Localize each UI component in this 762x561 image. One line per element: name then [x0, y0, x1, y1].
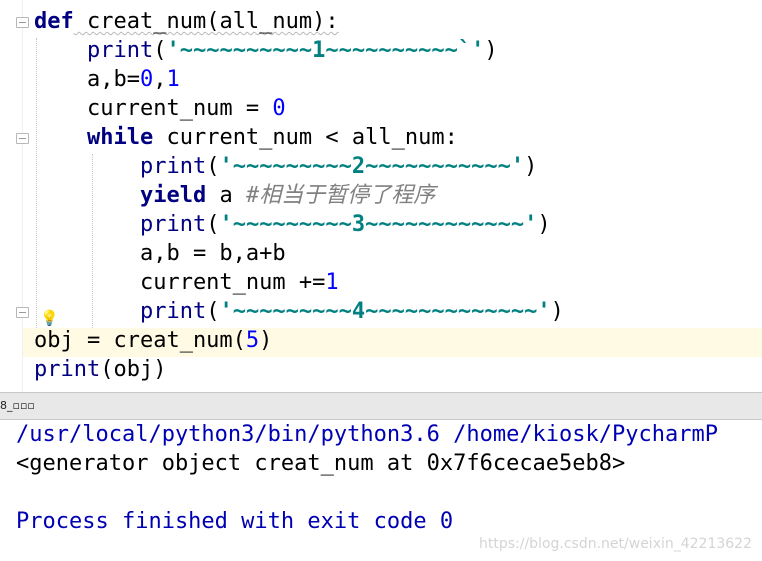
code-token: (	[206, 212, 220, 237]
code-line[interactable]: while current_num < all_num:	[34, 123, 458, 152]
run-panel-tab-bar: 8_▫▫▫	[0, 392, 762, 420]
code-token	[34, 125, 87, 150]
code-token: '~~~~~~~~~2~~~~~~~~~~~'	[219, 154, 525, 179]
code-line[interactable]: obj = creat_num(5)	[34, 326, 272, 355]
code-token: '~~~~~~~~~~1~~~~~~~~~~`'	[166, 38, 485, 63]
code-line[interactable]: print('~~~~~~~~~3~~~~~~~~~~~~')	[34, 210, 551, 239]
code-token: print	[86, 38, 154, 63]
code-token: 0	[272, 96, 286, 121]
code-token: )	[484, 38, 498, 63]
code-line[interactable]: print('~~~~~~~~~~1~~~~~~~~~~`')	[34, 36, 498, 65]
code-token: (obj)	[100, 357, 167, 382]
code-token: #相当于暂停了程序	[245, 183, 436, 208]
code-token	[34, 154, 140, 179]
watermark: https://blog.csdn.net/weixin_42213622	[478, 536, 752, 552]
code-token: a	[206, 183, 246, 208]
code-token: current_num < all_num:	[153, 125, 458, 150]
lightbulb-icon[interactable]: 💡	[40, 309, 59, 327]
code-token: yield	[139, 183, 207, 208]
code-token: 0	[139, 67, 154, 92]
code-line[interactable]: current_num = 0	[34, 94, 286, 123]
fold-marker-icon[interactable]	[16, 307, 29, 318]
fold-marker-icon[interactable]	[16, 133, 29, 144]
code-token: a,b = b,a+b	[34, 241, 286, 266]
indent-guide	[36, 38, 37, 328]
gutter-divider	[22, 0, 23, 392]
code-token: print	[139, 212, 207, 237]
code-token: (	[153, 38, 167, 63]
code-token: def	[34, 9, 74, 34]
code-token: print	[139, 299, 207, 324]
code-token: current_num +=	[34, 270, 326, 295]
code-token: print	[34, 357, 101, 382]
code-token: 5	[245, 328, 260, 353]
code-token: '~~~~~~~~~3~~~~~~~~~~~~'	[219, 212, 538, 237]
console-line: <generator object creat_num at 0x7f6ceca…	[16, 451, 626, 476]
code-token: a,b=	[34, 67, 140, 92]
code-token: 1	[325, 270, 339, 295]
code-token: )	[259, 328, 273, 353]
console-line: Process finished with exit code 0	[16, 509, 454, 534]
current-line-highlight	[23, 328, 762, 357]
code-token	[34, 212, 140, 237]
editor-gutter[interactable]	[0, 0, 22, 392]
code-token: obj = creat_num(	[34, 328, 246, 353]
code-token: current_num =	[34, 96, 273, 121]
code-line[interactable]: a,b=0,1	[34, 65, 180, 94]
code-token: '~~~~~~~~~4~~~~~~~~~~~~~'	[219, 299, 551, 324]
code-token: creat_num(all_num):	[73, 9, 339, 34]
code-token	[34, 299, 140, 324]
fold-marker-icon[interactable]	[16, 17, 29, 28]
code-token	[34, 183, 140, 208]
code-line[interactable]: yield a #相当于暂停了程序	[34, 181, 435, 210]
code-line[interactable]: def creat_num(all_num):	[34, 7, 339, 36]
code-line[interactable]: print('~~~~~~~~~2~~~~~~~~~~~')	[34, 152, 537, 181]
run-console[interactable]: /usr/local/python3/bin/python3.6 /home/k…	[0, 420, 762, 561]
code-token: )	[524, 154, 538, 179]
code-token: ,	[153, 67, 167, 92]
indent-guide	[92, 154, 93, 328]
code-line[interactable]: a,b = b,a+b	[34, 239, 286, 268]
run-tab-label[interactable]: 8_▫▫▫	[0, 399, 35, 412]
code-line[interactable]: print(obj)	[34, 355, 166, 384]
code-editor[interactable]: 💡 def creat_num(all_num): print('~~~~~~~…	[0, 0, 762, 392]
code-token: while	[86, 125, 154, 150]
code-line[interactable]: print('~~~~~~~~~4~~~~~~~~~~~~~')	[34, 297, 564, 326]
code-token: (	[206, 154, 220, 179]
code-token: )	[550, 299, 564, 324]
code-token: 1	[166, 67, 180, 92]
console-line: /usr/local/python3/bin/python3.6 /home/k…	[16, 422, 718, 447]
code-token	[34, 38, 87, 63]
code-line[interactable]: current_num +=1	[34, 268, 339, 297]
code-token: (	[206, 299, 220, 324]
code-token: )	[537, 212, 551, 237]
code-token: print	[139, 154, 207, 179]
